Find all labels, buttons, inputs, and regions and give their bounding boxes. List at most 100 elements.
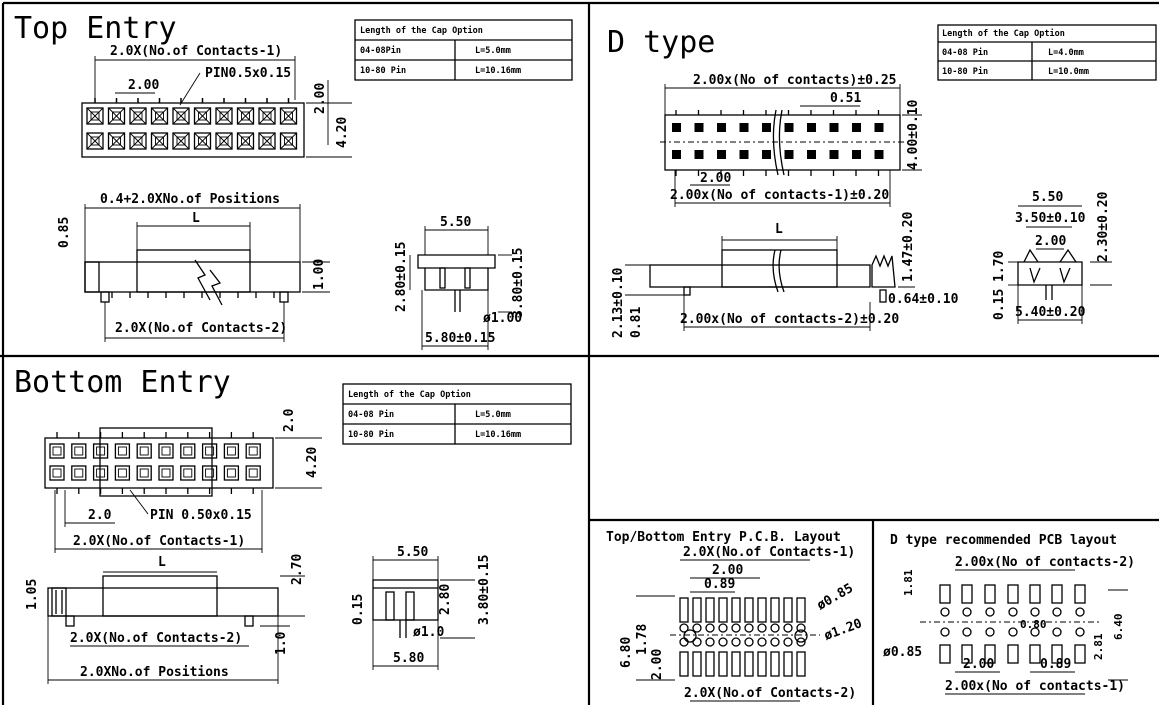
dim-label: 2.00x(No of contacts-2)±0.20 (680, 312, 899, 327)
dim-label: 1.70 (992, 251, 1007, 282)
pcb-hole (731, 623, 741, 633)
table-cell: 10-80 Pin (348, 429, 394, 440)
pcb-pad (692, 597, 702, 623)
contact-pin (672, 123, 681, 132)
pcb-pad (757, 651, 767, 677)
contact-pin (762, 150, 771, 159)
pcb-hole (962, 607, 972, 617)
pcb-locating-hole (794, 629, 808, 643)
pcb-hole (744, 637, 754, 647)
contact-pin (183, 446, 193, 456)
table-cell: 10-80 Pin (942, 66, 988, 77)
contact-pin (248, 446, 258, 456)
table-cell: 04-08 Pin (942, 47, 988, 58)
dim-label: PIN 0.50x0.15 (150, 508, 252, 523)
dim-label: 2.00x(No of contacts-1) (945, 679, 1125, 694)
contact-mark (194, 132, 211, 150)
dim-label: 5.80 (393, 651, 424, 666)
dim-label: 2.00 (313, 83, 328, 114)
pcb-hole (985, 607, 995, 617)
contact-pin (117, 446, 127, 456)
dim-label: 4.20 (305, 447, 320, 478)
contact-mark (86, 132, 104, 150)
d-type-end-view: 5.50 3.50±0.10 2.00 2.30±0.20 1.70 0.15 … (992, 190, 1112, 324)
contact-pin (219, 136, 229, 146)
d-type-top-view: 2.00x(No of contacts)±0.25 0.51 4.00±0.1… (660, 73, 922, 207)
contact-pin (183, 468, 193, 478)
dim-label: 2.00 (128, 78, 159, 93)
contact-pin (284, 136, 293, 146)
contact-pin (205, 446, 215, 456)
pcb-layout-panel: Top/Bottom Entry P.C.B. Layout 2.0X(No.o… (606, 530, 864, 702)
pcb-hole (679, 637, 689, 647)
pcb-pad (718, 651, 728, 677)
contact-cell (136, 465, 152, 481)
contact-pin (262, 136, 272, 146)
pcb-pad (744, 597, 754, 623)
dim-label: 3.50±0.10 (1015, 211, 1086, 226)
dim-label: 1.00 (312, 259, 327, 290)
bottom-entry-title: Bottom Entry (14, 365, 231, 400)
dim-label: 4.00±0.10 (906, 99, 921, 170)
contact-pin (205, 468, 215, 478)
table-cell: L=5.0mm (475, 46, 511, 56)
contact-cell (180, 465, 196, 481)
pcb-hole (796, 637, 806, 647)
pcb-pad (744, 651, 754, 677)
pcb-hole (1030, 607, 1040, 617)
pcb-hole (783, 623, 793, 633)
dim-label: ø1.0 (413, 625, 444, 640)
dim-label: 2.80±0.15 (394, 242, 409, 312)
pcb-pad (796, 597, 806, 623)
top-entry-side-view: 0.4+2.0XNo.of Positions L 0.85 1.00 2.0X… (57, 192, 330, 342)
dim-label: 2.70 (290, 554, 305, 585)
pcb-hole (692, 623, 702, 633)
dim-label: 2.0X(No.of Contacts-2) (115, 321, 287, 336)
dim-label: 2.00 (700, 171, 731, 186)
pcb-hole (770, 637, 780, 647)
dim-label: 2.13±0.10 (611, 267, 626, 338)
dim-label: 6.40 (1112, 614, 1125, 641)
dim-label: 0.64±0.10 (888, 292, 959, 307)
contact-cell (136, 443, 152, 459)
contact-cell (49, 465, 65, 481)
table-cell: L=4.0mm (1048, 48, 1084, 58)
contact-mark (108, 132, 125, 150)
pcb-hole (940, 607, 950, 617)
contact-pin (198, 136, 207, 146)
contact-mark (280, 132, 297, 150)
contact-pin (155, 136, 164, 146)
contact-pin (161, 446, 171, 456)
contact-pin (739, 150, 749, 159)
dim-label: 6.80 (619, 637, 634, 668)
pcb-pad (961, 584, 973, 604)
pcb-hole (731, 637, 741, 647)
bottom-entry-end-view: 5.50 0.15 2.80 3.80±0.15 ø1.0 5.80 (351, 545, 492, 670)
dim-label: 2.30±0.20 (1096, 191, 1111, 262)
dim-label: 2.00 (963, 657, 994, 672)
contact-pin (717, 150, 726, 159)
contact-cell (150, 107, 169, 125)
contact-mark (280, 107, 297, 125)
pcb-hole (679, 623, 689, 633)
contact-mark (237, 132, 254, 150)
dim-label: 2.0X(No.of Contacts-1) (683, 545, 855, 560)
dim-label: L (775, 222, 783, 237)
dim-label: 2.0X(No.of Contacts-1) (110, 44, 282, 59)
dim-label: 1.81 (902, 569, 915, 596)
contact-cell (71, 465, 87, 481)
contact-mark (151, 132, 168, 150)
contact-pin (694, 150, 704, 159)
dim-label: 0.4+2.0XNo.of Positions (100, 192, 280, 207)
contact-pin (807, 123, 816, 132)
pcb-hole (1075, 627, 1085, 637)
table-cell: 10-80 Pin (360, 65, 406, 76)
contact-pin (226, 468, 236, 478)
contact-cell (49, 443, 65, 459)
pcb-pad (984, 644, 996, 664)
dim-label: 2.80 (438, 584, 453, 615)
pcb-pad (1007, 644, 1019, 664)
contact-pin (874, 150, 884, 159)
pcb-pad (705, 597, 715, 623)
dim-label: 2.0X(No.of Contacts-2) (684, 686, 856, 701)
